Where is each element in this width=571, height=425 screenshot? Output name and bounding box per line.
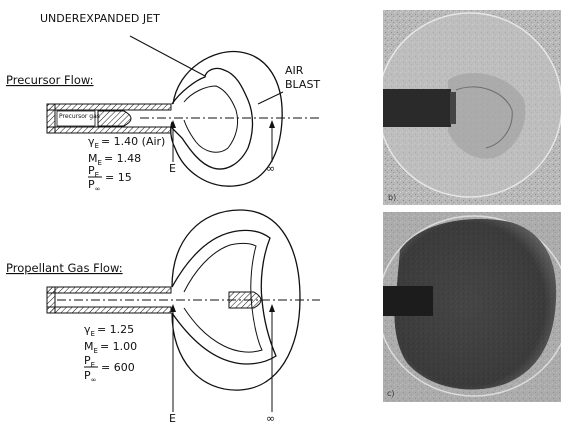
underexpanded-jet-label: UNDEREXPANDED JET: [40, 12, 160, 25]
underexpanded-jet-outline: [172, 68, 253, 169]
photo-top-muzzle: [450, 92, 456, 124]
precursor-flow-diagram: Precursor Flow: Precursor gas UNDEREXPAN…: [6, 12, 320, 193]
precursor-parameters: γE= 1.40 (Air) ME= 1.48 PE P∞ = 15: [88, 135, 165, 193]
station-e-label: E: [169, 162, 176, 175]
propellant-flow-title: Propellant Gas Flow:: [6, 261, 123, 275]
propellant-pressure-ratio-denominator: P∞: [84, 369, 96, 384]
precursor-flow-title: Precursor Flow:: [6, 73, 94, 87]
pressure-ratio-value: = 15: [105, 171, 132, 184]
photo-top-precursor: [378, 10, 562, 205]
propellant-mach-e-line: ME= 1.00: [84, 340, 137, 355]
propellant-pressure-ratio-value: = 600: [101, 361, 135, 374]
station-inf-label: ∞: [266, 162, 275, 175]
inner-jet-contour: [184, 86, 238, 152]
pressure-ratio-denominator: P∞: [88, 178, 100, 193]
station-inf-arrowhead: [269, 120, 275, 128]
photo-top-barrel: [383, 89, 451, 127]
chamber-text-line: Precursor gas: [59, 113, 100, 120]
propellant-gamma-e-line: γE= 1.25: [84, 323, 134, 338]
photo-bottom-propellant: [378, 212, 570, 402]
air-blast-label-line1: AIR: [285, 64, 304, 77]
photo-bottom-barrel: [383, 286, 433, 316]
mach-e-line: ME= 1.48: [88, 152, 141, 167]
propellant-station-e-label: E: [169, 412, 176, 425]
gamma-e-line: γE= 1.40 (Air): [88, 135, 165, 150]
propellant-gas-flow-diagram: Propellant Gas Flow: E ∞ γE= 1.25 ME=: [6, 210, 320, 425]
blast-label-leader: [258, 92, 283, 104]
photo-top-caption: b): [388, 193, 396, 202]
photo-bottom-caption: c): [387, 389, 395, 398]
propellant-station-inf-label: ∞: [266, 412, 275, 425]
air-blast-label-line2: BLAST: [285, 78, 320, 91]
jet-label-leader: [130, 36, 205, 76]
projectile-in-barrel: [98, 111, 131, 126]
propellant-station-inf-arrowhead: [269, 304, 275, 312]
propellant-parameters: γE= 1.25 ME= 1.00 PE P∞ = 600: [84, 323, 137, 384]
